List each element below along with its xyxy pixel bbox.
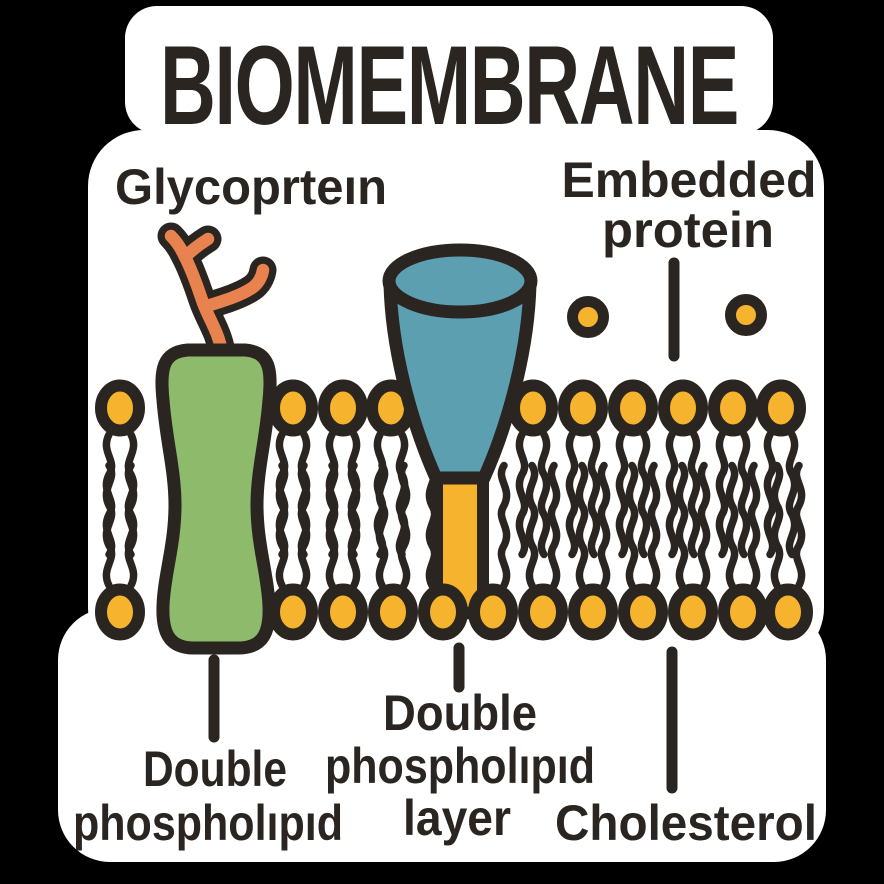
phospholipid-head	[368, 583, 418, 641]
middle-caption-line2: phospholıpıd	[325, 738, 595, 794]
funnel-body	[383, 277, 537, 485]
phospholipid-head	[763, 583, 813, 641]
lipid-tail	[747, 461, 761, 590]
lipid-tail	[497, 461, 511, 590]
lipid-tail	[297, 461, 311, 590]
phospholipid-heads	[95, 379, 813, 641]
lipid-tail	[625, 461, 639, 590]
lipid-tail	[792, 461, 806, 590]
cholesterol-molecules	[567, 294, 767, 338]
phospholipid-head	[95, 379, 145, 437]
glycoprotein-body	[155, 343, 277, 655]
lipid-tail	[347, 461, 361, 590]
lipid-tail	[395, 430, 409, 559]
lipid-tail	[697, 461, 711, 590]
left-caption-line1: Double	[143, 741, 287, 797]
phospholipid-head	[658, 379, 708, 437]
embedded-protein-label-line1: Embedded	[562, 152, 817, 208]
phospholipid-head	[468, 583, 518, 641]
phospholipid-head	[568, 583, 618, 641]
lipid-tail	[124, 461, 138, 590]
lipid-tail	[565, 430, 579, 559]
phospholipid-head	[318, 583, 368, 641]
lipid-tail	[770, 461, 784, 590]
phospholipid-head	[518, 583, 568, 641]
middle-caption-line3: layer	[403, 790, 511, 846]
cholesterol-label: Cholesterol	[555, 795, 817, 851]
lipid-tail	[375, 461, 389, 590]
lipid-tail	[725, 461, 739, 590]
lipid-tail	[647, 461, 661, 590]
lipid-tail	[575, 461, 589, 590]
phospholipid-head	[268, 379, 318, 437]
lipid-tail	[785, 430, 799, 559]
phospholipid-head	[756, 379, 806, 437]
embedded-protein-label: Embedded protein	[562, 152, 817, 258]
phospholipid-head	[418, 583, 468, 641]
cholesterol-dot	[567, 296, 609, 338]
cholesterol-dot	[725, 294, 767, 336]
page-title: BIOMEMBRANE	[160, 23, 738, 148]
phospholipid-head	[95, 583, 145, 641]
funnel-mouth	[382, 243, 538, 319]
lipid-tail	[615, 430, 629, 559]
lipid-tail	[715, 430, 729, 559]
glycoprotein-label: Glycoprteın	[115, 159, 387, 215]
phospholipid-head	[668, 583, 718, 641]
phospholipid-head	[608, 379, 658, 437]
phospholipid-head	[268, 583, 318, 641]
phospholipid-head	[718, 583, 768, 641]
left-caption-line2: phospholıpıd	[73, 795, 343, 851]
lipid-tail	[537, 430, 551, 559]
leader-lines	[208, 257, 680, 794]
lipid-tail	[275, 461, 289, 590]
left-caption: Double phospholıpıd	[73, 741, 343, 851]
phospholipid-head	[618, 583, 668, 641]
phospholipid-head	[318, 379, 368, 437]
lipid-tail	[547, 461, 561, 590]
phospholipid-head	[708, 379, 758, 437]
lipid-tail	[515, 430, 529, 559]
lipid-tail	[597, 461, 611, 590]
lipid-tail	[397, 461, 411, 590]
lipid-tail	[587, 430, 601, 559]
lipid-tail	[102, 461, 116, 590]
lipid-tail	[525, 461, 539, 590]
lipid-tail	[687, 430, 701, 559]
phospholipid-head	[558, 379, 608, 437]
lipid-tail	[665, 430, 679, 559]
glycoprotein	[155, 222, 277, 655]
embedded-protein-label-line2: protein	[602, 202, 774, 258]
embedded-protein-funnel	[382, 243, 538, 485]
lipid-tail	[675, 461, 689, 590]
lipid-tail	[763, 430, 777, 559]
middle-caption: Double phospholıpıd layer	[325, 685, 595, 846]
glycan-chain	[157, 222, 277, 366]
middle-caption-line1: Double	[383, 685, 537, 741]
lipid-tail	[737, 430, 751, 559]
lipid-tail	[325, 461, 339, 590]
lipid-tail	[637, 430, 651, 559]
